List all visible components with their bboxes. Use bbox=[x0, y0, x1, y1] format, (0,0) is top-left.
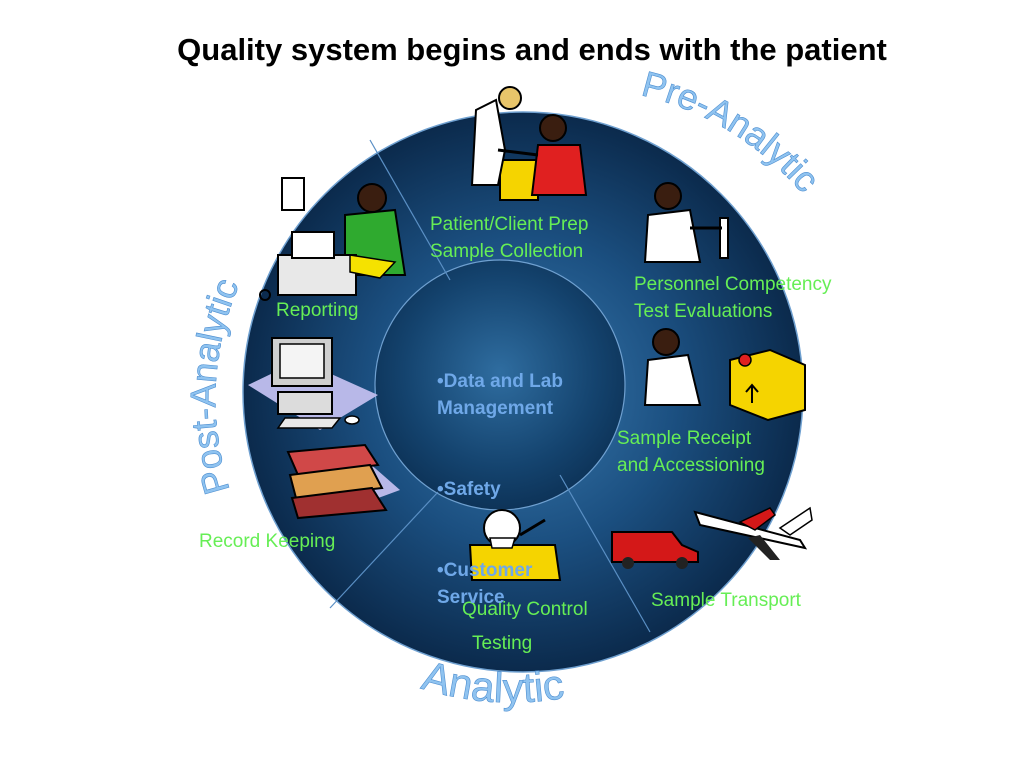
divider-pre-analytic bbox=[559, 474, 651, 633]
computer-illustration bbox=[248, 337, 378, 430]
label-record-keeping: Record Keeping bbox=[199, 531, 336, 552]
label-sample-receipt: Sample Receipt and Accessioning bbox=[617, 428, 765, 476]
lab-worker-mask-illustration bbox=[468, 509, 562, 581]
center-text: •Data and Lab Management •Safety •Custom… bbox=[437, 314, 563, 638]
label-reporting: Reporting bbox=[276, 300, 359, 321]
label-patient-prep: Patient/Client Prep Sample Collection bbox=[430, 214, 589, 262]
scientist-box-illustration bbox=[643, 328, 806, 422]
label-personnel-competency: Personnel Competency Test Evaluations bbox=[634, 274, 832, 322]
label-quality-control: Quality Control bbox=[462, 599, 588, 620]
center-item-safety: •Safety bbox=[437, 479, 501, 500]
phase-post-analytic: Post-Analytic bbox=[182, 272, 246, 499]
transport-illustration bbox=[611, 506, 813, 569]
center-item-customer-service: •Customer Service bbox=[437, 560, 533, 608]
divider-pre-post bbox=[369, 139, 451, 281]
reporting-illustration bbox=[259, 177, 407, 301]
books-illustration bbox=[286, 443, 400, 520]
center-item-data-management: •Data and Lab Management bbox=[437, 371, 563, 419]
page-title: Quality system begins and ends with the … bbox=[177, 32, 887, 67]
phlebotomy-illustration bbox=[470, 86, 588, 201]
label-sample-transport: Sample Transport bbox=[651, 590, 801, 611]
divider-analytic-post bbox=[329, 491, 439, 609]
label-testing: Testing bbox=[472, 633, 533, 654]
scientist-testtube-illustration bbox=[643, 182, 729, 263]
